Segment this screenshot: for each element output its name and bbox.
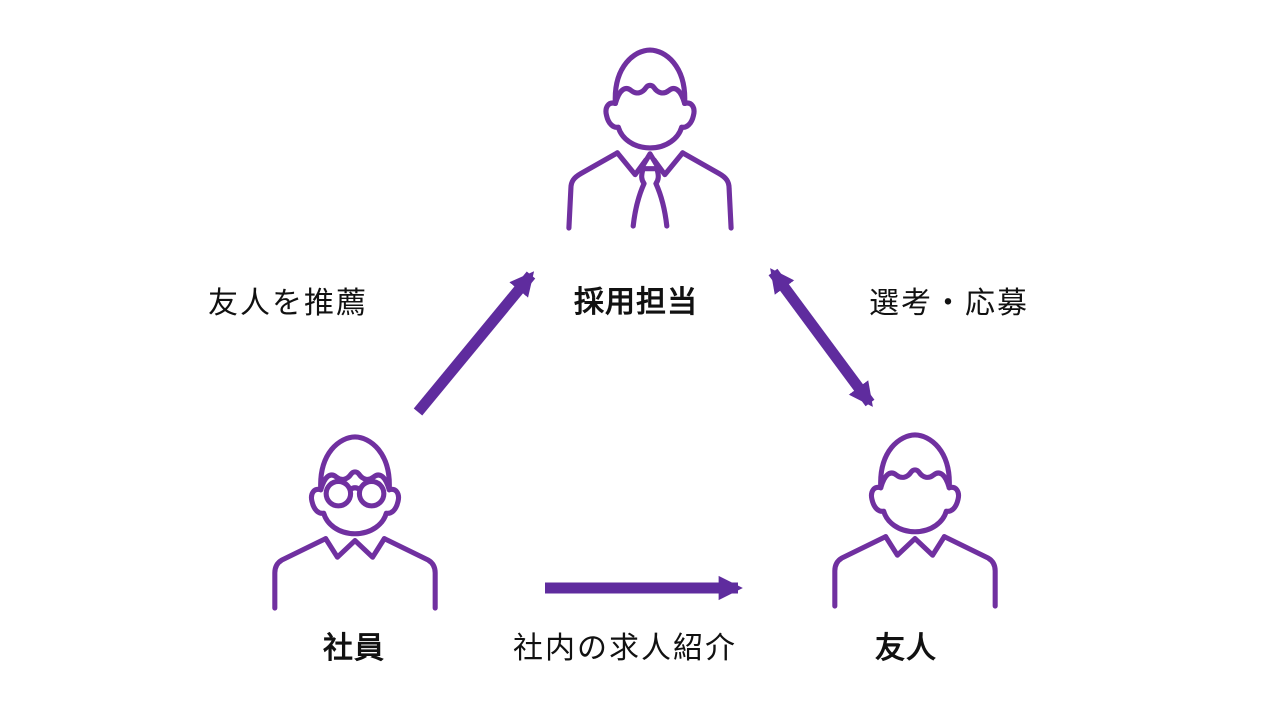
fringe-icon — [878, 467, 952, 491]
hair-icon — [878, 432, 952, 491]
glasses-right-lens-icon — [356, 478, 387, 509]
person-glasses-icon — [272, 434, 438, 611]
right-shoulder-icon — [941, 534, 998, 609]
glasses-left-lens-icon — [323, 478, 354, 509]
collar-icon — [323, 536, 387, 560]
glasses-bridge-icon — [347, 485, 363, 493]
face-icon — [868, 484, 962, 535]
edge-label-selection-application: 選考・応募 — [869, 287, 1029, 320]
person-icon — [832, 432, 998, 609]
tie-knot-icon — [638, 151, 662, 172]
node-label-friend: 友人 — [875, 632, 937, 665]
hair-icon — [612, 47, 688, 106]
left-shoulder-icon — [566, 150, 620, 231]
arrow-selection-application — [768, 268, 875, 407]
face-icon — [308, 486, 402, 537]
right-shoulder-icon — [381, 536, 438, 611]
face-icon — [603, 100, 697, 151]
fringe-icon — [612, 82, 688, 106]
fringe-icon — [318, 469, 392, 493]
edge-label-internal-job-intro: 社内の求人紹介 — [513, 632, 737, 665]
arrow-recommend-friend — [413, 271, 536, 416]
edge-label-recommend-friend: 友人を推薦 — [208, 287, 368, 320]
person-suit-tie-icon — [566, 47, 734, 231]
left-shoulder-icon — [832, 534, 889, 609]
node-label-recruiter: 採用担当 — [574, 286, 698, 319]
collar-icon — [883, 534, 947, 558]
node-label-employee: 社員 — [323, 632, 385, 665]
hair-icon — [318, 434, 392, 493]
left-shoulder-icon — [272, 536, 329, 611]
tie-left-icon — [630, 166, 647, 229]
right-shoulder-icon — [680, 150, 734, 231]
tie-right-icon — [653, 166, 670, 229]
